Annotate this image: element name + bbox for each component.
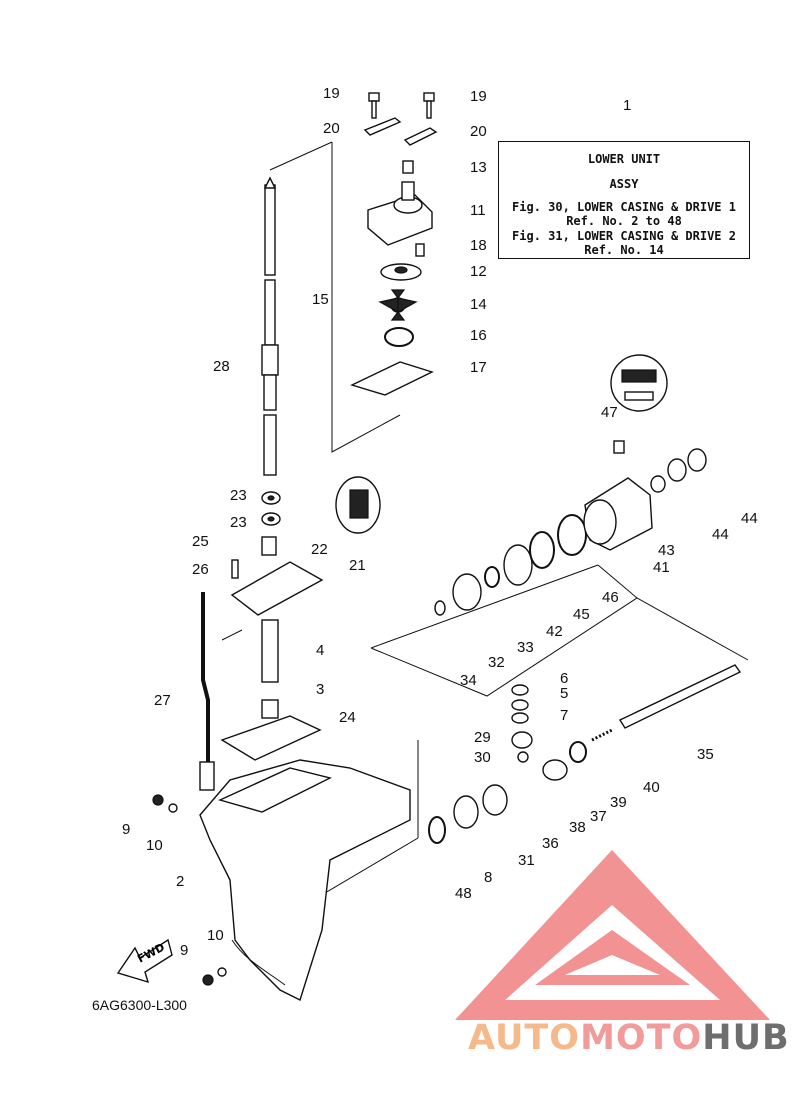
callout-3: 3: [316, 681, 324, 698]
callout-9: 9: [180, 942, 188, 959]
callout-8: 8: [484, 869, 492, 886]
info-subtitle: ASSY: [609, 177, 639, 191]
watermark-part-2: MOTO: [580, 1018, 703, 1058]
screws-washers: [152, 794, 227, 986]
info-ref-2-range: Ref. No. 14: [584, 243, 664, 257]
info-ref-2: Fig. 31, LOWER CASING & DRIVE 2: [512, 229, 736, 243]
callout-19: 19: [323, 85, 340, 102]
callout-23: 23: [230, 514, 247, 531]
callout-20: 20: [470, 123, 487, 140]
callout-26: 26: [192, 561, 209, 578]
info-ref-1-range: Ref. No. 2 to 48: [566, 214, 682, 228]
callout-16: 16: [470, 327, 487, 344]
callout-31: 31: [518, 852, 535, 869]
callout-44: 44: [741, 510, 758, 527]
info-title: LOWER UNIT: [587, 152, 661, 166]
shift-rod: [199, 592, 215, 791]
callout-5: 5: [560, 685, 568, 702]
callout-40: 40: [643, 779, 660, 796]
grease-icon-2: [335, 476, 381, 534]
callout-45: 45: [573, 606, 590, 623]
callout-22: 22: [311, 541, 328, 558]
watermark-part-1: AUTO: [468, 1018, 581, 1058]
callout-33: 33: [517, 639, 534, 656]
callout-14: 14: [470, 296, 487, 313]
callout-44: 44: [712, 526, 729, 543]
callout-18: 18: [470, 237, 487, 254]
callout-2: 2: [176, 873, 184, 890]
callout-42: 42: [546, 623, 563, 640]
callout-15: 15: [312, 291, 329, 308]
callout-28: 28: [213, 358, 230, 375]
callout-6: 6: [560, 670, 568, 687]
impeller-icon: [378, 289, 418, 321]
callout-34: 34: [460, 672, 477, 689]
callout-19: 19: [470, 88, 487, 105]
callout-23: 23: [230, 487, 247, 504]
callout-47: 47: [601, 404, 618, 421]
info-ref-1: Fig. 30, LOWER CASING & DRIVE 1: [512, 200, 736, 214]
water-pump-parts: [350, 160, 434, 396]
callout-38: 38: [569, 819, 586, 836]
callout-46: 46: [602, 589, 619, 606]
propeller-shaft-parts: [428, 664, 742, 844]
callout-37: 37: [590, 808, 607, 825]
watermark-text: AUTOMOTOHUB: [468, 1018, 790, 1058]
callout-29: 29: [474, 729, 491, 746]
diagram-code: 6AG6300-L300: [92, 997, 187, 1013]
callout-17: 17: [470, 359, 487, 376]
callout-13: 13: [470, 159, 487, 176]
callout-4: 4: [316, 642, 324, 659]
callout-7: 7: [560, 707, 568, 724]
callout-10: 10: [146, 837, 163, 854]
callout-10: 10: [207, 927, 224, 944]
bolts-and-plates: [363, 92, 438, 146]
callout-20: 20: [323, 120, 340, 137]
callout-43: 43: [658, 542, 675, 559]
info-box: LOWER UNIT ASSY Fig. 30, LOWER CASING & …: [498, 141, 750, 259]
callout-21: 21: [349, 557, 366, 574]
callout-35: 35: [697, 746, 714, 763]
callout-12: 12: [470, 263, 487, 280]
callout-48: 48: [455, 885, 472, 902]
frame-lines: [221, 141, 749, 894]
watermark-part-3: HUB: [702, 1018, 790, 1058]
bearing-housing: [220, 491, 324, 761]
callout-11: 11: [470, 202, 486, 219]
callout-27: 27: [154, 692, 171, 709]
callout-9: 9: [122, 821, 130, 838]
callout-36: 36: [542, 835, 559, 852]
grease-icon: [610, 354, 668, 412]
fwd-arrow-icon: [116, 938, 173, 984]
callout-32: 32: [488, 654, 505, 671]
callout-1: 1: [623, 97, 631, 114]
forward-gear-parts: [434, 440, 707, 616]
callout-41: 41: [653, 559, 670, 576]
callout-39: 39: [610, 794, 627, 811]
watermark-logo: [455, 850, 770, 1020]
lower-casing: [199, 759, 411, 1001]
callout-30: 30: [474, 749, 491, 766]
callout-24: 24: [339, 709, 356, 726]
callout-25: 25: [192, 533, 209, 550]
drive-shaft: [261, 176, 279, 476]
